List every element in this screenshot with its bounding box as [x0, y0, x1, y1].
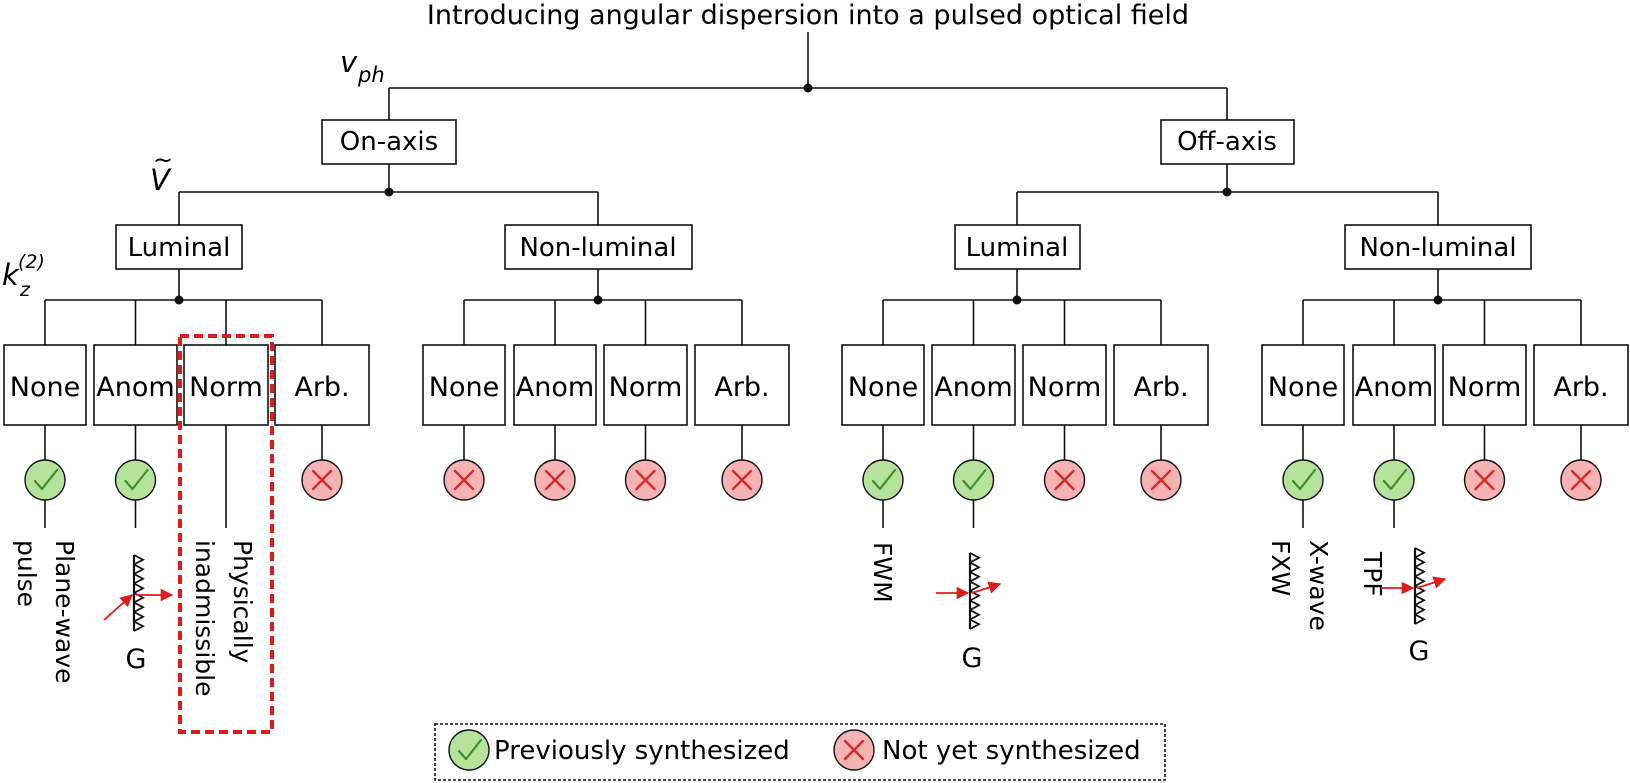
cross-icon [443, 459, 485, 501]
check-icon [1373, 459, 1415, 501]
grating-icon: G [936, 552, 1002, 674]
svg-text:Norm: Norm [189, 372, 263, 403]
cross-icon [1043, 459, 1086, 501]
leaf-node-anom-1: Anom [93, 344, 178, 501]
cross-icon [833, 729, 875, 771]
leaf-nodes: None Anom Norm Arb. None Anom Norm Arb. None Anom… [3, 344, 1629, 501]
leaf-node-arb-15: Arb. [1533, 344, 1629, 501]
svg-text:Off-axis: Off-axis [1177, 127, 1277, 157]
svg-text:Non-luminal: Non-luminal [1359, 233, 1516, 263]
annotation-physically-inadmissible: Physically inadmissible [190, 540, 257, 696]
svg-text:Luminal: Luminal [128, 233, 231, 263]
legend-not-synthesized-label: Not yet synthesized [882, 736, 1141, 766]
svg-text:Norm: Norm [1448, 372, 1522, 403]
check-icon [1282, 459, 1324, 501]
label-dispersion: k z (2) [2, 251, 45, 301]
svg-text:Arb.: Arb. [1133, 372, 1188, 403]
grating-label: G [126, 644, 147, 675]
legend: Previously synthesized Not yet synthesiz… [434, 723, 1166, 781]
leaf-node-anom-13: Anom [1352, 344, 1436, 501]
svg-text:Norm: Norm [609, 372, 683, 403]
grating-icon: G [1381, 547, 1447, 667]
leaf-node-none-8: None [841, 344, 925, 501]
cross-icon [301, 459, 343, 501]
check-icon [952, 459, 995, 501]
legend-cross-icon [833, 729, 875, 771]
svg-text:None: None [10, 372, 80, 403]
check-icon [448, 729, 490, 771]
svg-text:Luminal: Luminal [966, 233, 1069, 263]
svg-text:inadmissible: inadmissible [190, 540, 219, 696]
svg-text:Non-luminal: Non-luminal [519, 233, 676, 263]
legend-check-icon [448, 729, 490, 771]
tree-connectors [44, 32, 1582, 528]
node-off-axis-luminal: Luminal [954, 224, 1081, 270]
svg-text:None: None [429, 372, 499, 403]
leaf-node-none-12: None [1261, 344, 1345, 501]
highlight-box-norm [178, 334, 274, 734]
annotation-fxw: FXW [1266, 540, 1295, 596]
grating-icon: G [103, 554, 174, 675]
svg-text:(2): (2) [18, 251, 45, 273]
svg-text:Norm: Norm [1028, 372, 1102, 403]
leaf-node-arb-11: Arb. [1113, 344, 1209, 501]
leaf-node-norm-14: Norm [1442, 344, 1527, 501]
cross-icon [1463, 459, 1506, 501]
svg-text:v: v [340, 45, 358, 79]
cross-icon [721, 459, 763, 501]
annotation-fwm: FWM [868, 542, 897, 603]
leaf-node-none-4: None [422, 344, 506, 501]
svg-text:None: None [848, 372, 918, 403]
svg-text:Anom: Anom [934, 372, 1012, 403]
leaf-node-norm-10: Norm [1022, 344, 1107, 501]
node-on-axis: On-axis [321, 119, 457, 165]
cross-icon [1560, 459, 1602, 501]
svg-text:None: None [1268, 372, 1338, 403]
legend-synthesized-label: Previously synthesized [494, 736, 790, 766]
svg-text:V: V [150, 163, 172, 197]
svg-text:Anom: Anom [516, 372, 594, 403]
leaf-node-arb-7: Arb. [694, 344, 790, 501]
svg-text:Arb.: Arb. [294, 372, 349, 403]
svg-text:k: k [2, 258, 20, 292]
leaf-node-anom-5: Anom [513, 344, 597, 501]
cross-icon [1140, 459, 1182, 501]
diagram-title: Introducing angular dispersion into a pu… [427, 0, 1189, 31]
svg-text:pulse: pulse [12, 540, 41, 607]
svg-text:Arb.: Arb. [1553, 372, 1608, 403]
leaf-node-norm-6: Norm [603, 344, 688, 501]
node-on-axis-nonluminal: Non-luminal [504, 224, 693, 270]
svg-text:Anom: Anom [1355, 372, 1433, 403]
leaf-node-anom-9: Anom [931, 344, 1016, 501]
grating-label: G [962, 643, 983, 674]
node-off-axis: Off-axis [1160, 119, 1295, 165]
svg-text:Physically: Physically [228, 540, 257, 664]
annotation-plane-wave-pulse: Plane-wave pulse [12, 540, 79, 684]
node-off-axis-nonluminal: Non-luminal [1344, 224, 1532, 270]
annotation-tpf: TPF [1358, 551, 1387, 597]
svg-text:Plane-wave: Plane-wave [50, 540, 79, 684]
leaf-node-arb-3: Arb. [274, 344, 370, 501]
svg-text:Arb.: Arb. [714, 372, 769, 403]
check-icon [24, 459, 66, 501]
check-icon [862, 459, 904, 501]
svg-text:On-axis: On-axis [340, 127, 438, 157]
grating-label: G [1409, 636, 1430, 667]
svg-text:z: z [19, 279, 31, 301]
label-phase-velocity: v ph [340, 45, 385, 87]
label-group-velocity: V ~ [150, 146, 173, 197]
node-on-axis-luminal: Luminal [115, 224, 243, 270]
cross-icon [624, 459, 667, 501]
annotation-x-wave: X-wave [1304, 540, 1333, 631]
svg-text:ph: ph [357, 63, 385, 87]
leaf-node-norm-2: Norm [183, 344, 269, 426]
svg-text:~: ~ [153, 146, 173, 174]
leaf-node-none-0: None [3, 344, 87, 501]
check-icon [114, 459, 157, 501]
svg-text:Anom: Anom [96, 372, 174, 403]
cross-icon [534, 459, 576, 501]
